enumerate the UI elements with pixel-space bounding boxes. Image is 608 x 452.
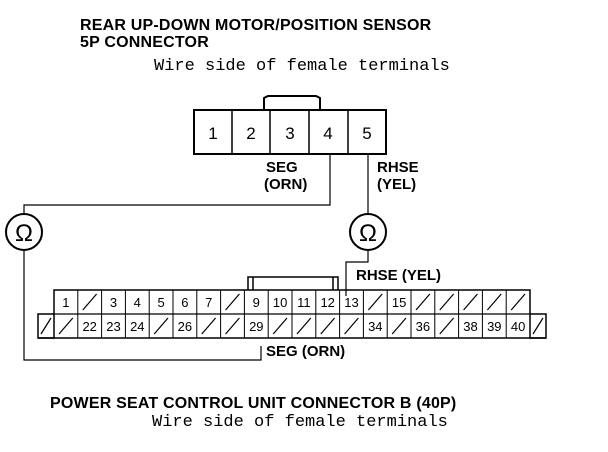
rhse-top-label-line1: RHSE bbox=[377, 159, 419, 176]
empty-cavity bbox=[201, 317, 217, 335]
top-connector-body bbox=[193, 109, 387, 155]
empty-cavity bbox=[532, 317, 544, 335]
top-pin-2: 2 bbox=[246, 124, 255, 143]
empty-cavity bbox=[486, 293, 502, 311]
top-pin-5: 5 bbox=[362, 124, 371, 143]
empty-cavity bbox=[415, 293, 431, 311]
pin-23: 23 bbox=[106, 319, 120, 334]
pin-10: 10 bbox=[273, 295, 287, 310]
top-pin-1: 1 bbox=[208, 124, 217, 143]
pin-1: 1 bbox=[62, 295, 69, 310]
pin-40: 40 bbox=[511, 319, 525, 334]
pin-7: 7 bbox=[205, 295, 212, 310]
pin-38: 38 bbox=[463, 319, 477, 334]
empty-cavity bbox=[391, 317, 407, 335]
pin-4: 4 bbox=[134, 295, 141, 310]
empty-cavity bbox=[225, 293, 240, 311]
empty-cavity bbox=[439, 293, 455, 311]
bottom-connector-latch bbox=[247, 276, 339, 290]
top-connector-latch bbox=[263, 95, 321, 110]
seg-bottom-label: SEG (ORN) bbox=[266, 343, 345, 360]
pin-26: 26 bbox=[178, 319, 192, 334]
pin-29: 29 bbox=[249, 319, 263, 334]
top-connector: 1 2 3 4 5 bbox=[193, 95, 387, 155]
top-pin-4: 4 bbox=[323, 124, 332, 143]
empty-cavity bbox=[225, 317, 240, 335]
rhse-wire bbox=[345, 154, 369, 296]
pin-6: 6 bbox=[181, 295, 188, 310]
empty-cavity bbox=[153, 317, 169, 335]
empty-cavity bbox=[272, 317, 288, 335]
ohmmeter-right: Ω bbox=[349, 213, 387, 251]
pin-15: 15 bbox=[392, 295, 406, 310]
ohm-icon: Ω bbox=[15, 220, 33, 247]
seg-wire bbox=[23, 154, 331, 361]
pin-11: 11 bbox=[297, 295, 311, 310]
rhse-top-label-line2: (YEL) bbox=[377, 176, 416, 193]
top-connector-title-line2: 5P CONNECTOR bbox=[80, 34, 209, 51]
empty-cavity bbox=[40, 317, 52, 335]
pin-39: 39 bbox=[487, 319, 501, 334]
pin-12: 12 bbox=[320, 295, 334, 310]
empty-cavity bbox=[510, 293, 526, 311]
empty-cavity bbox=[296, 317, 312, 335]
empty-cavity bbox=[367, 293, 383, 311]
bottom-connector-title: POWER SEAT CONTROL UNIT CONNECTOR B (40P… bbox=[50, 395, 457, 412]
seg-top-label-line2: (ORN) bbox=[264, 176, 307, 193]
pin-9: 9 bbox=[253, 295, 260, 310]
empty-cavity bbox=[463, 293, 478, 311]
empty-cavity bbox=[439, 317, 455, 335]
ohmmeter-left: Ω bbox=[5, 213, 43, 251]
bottom-connector-subtitle: Wire side of female terminals bbox=[152, 413, 448, 432]
seg-top-label-line1: SEG bbox=[266, 159, 298, 176]
pin-13: 13 bbox=[344, 295, 358, 310]
empty-cavity bbox=[344, 317, 359, 335]
pin-24: 24 bbox=[130, 319, 144, 334]
top-connector-subtitle: Wire side of female terminals bbox=[154, 57, 450, 76]
top-pin-3: 3 bbox=[285, 124, 294, 143]
pin-36: 36 bbox=[416, 319, 430, 334]
top-connector-title-line1: REAR UP-DOWN MOTOR/POSITION SENSOR bbox=[80, 17, 432, 34]
pin-5: 5 bbox=[157, 295, 164, 310]
pin-3: 3 bbox=[110, 295, 117, 310]
empty-cavity bbox=[58, 317, 74, 335]
ohm-icon: Ω bbox=[359, 220, 377, 247]
empty-cavity bbox=[82, 293, 98, 311]
pin-34: 34 bbox=[368, 319, 382, 334]
empty-cavity bbox=[320, 317, 336, 335]
pin-22: 22 bbox=[82, 319, 96, 334]
rhse-mid-label: RHSE (YEL) bbox=[356, 267, 441, 284]
